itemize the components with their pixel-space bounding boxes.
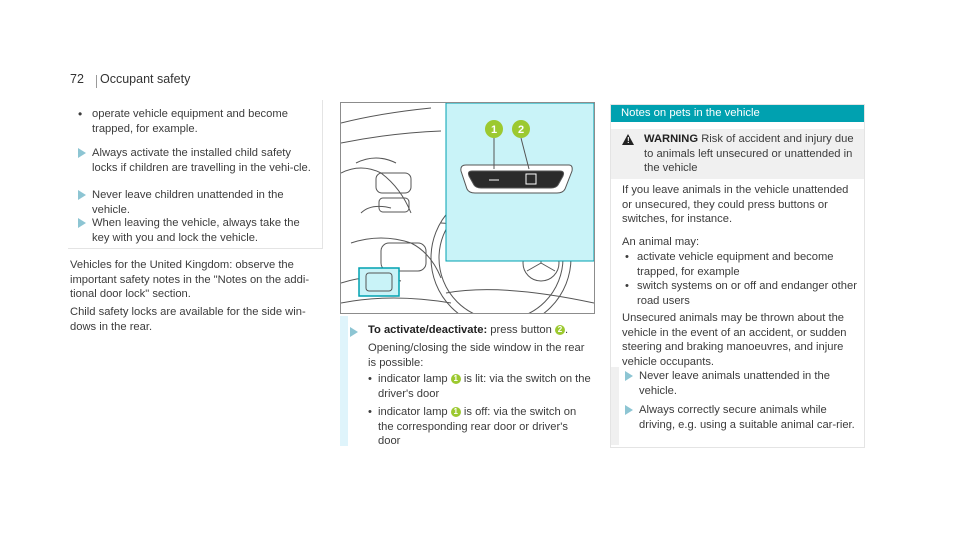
callout-1-icon: 1 [450,374,461,385]
instruction-step: When leaving the vehicle, always take th… [78,216,318,245]
pets-paragraph: Unsecured animals may be thrown about th… [622,312,847,368]
warning-label: WARNING [644,133,699,145]
callout-2-label: 2 [518,124,524,136]
section-title: Occupant safety [100,72,191,86]
step-arrow-icon [625,371,633,381]
bullet-icon: • [625,251,629,263]
pets-notes-panel: Notes on pets in the vehicle ! WARNING R… [610,104,865,448]
bullet-icon: • [368,373,372,385]
warning-text: Risk of accident and injury due to anima… [644,133,854,175]
step-arrow-icon [625,405,633,415]
instruction-step: Never leave children unattended in the v… [78,188,318,217]
step-arrow-icon [78,148,86,158]
instruction-step: Always activate the installed child safe… [78,146,318,175]
page-number: 72 [70,72,84,86]
bullet-icon: • [78,107,83,121]
callout-1-label: 1 [491,124,497,136]
step-intro: Opening/closing the side window in the r… [368,342,585,369]
bullet-icon: • [625,280,629,292]
list-item: • indicator lamp 1 is lit: via the switc… [368,373,591,400]
step-highlight-bar [340,316,348,446]
step-arrow-icon [350,327,358,337]
callout-1-icon: 1 [450,407,461,418]
list-item: • activate vehicle equipment and become … [625,251,834,278]
panel-title: Notes on pets in the vehicle [611,105,864,122]
pets-paragraph: If you leave animals in the vehicle unat… [622,184,849,226]
rear-window-note: Child safety locks are available for the… [70,306,306,333]
bullet-icon: • [368,406,372,418]
step-arrow-icon [78,190,86,200]
list-item: • operate vehicle equipment and become t… [78,107,288,135]
safety-bullets-panel: • operate vehicle equipment and become t… [68,100,323,249]
door-panel-illustration: 1 2 [340,102,595,314]
callout-2-icon: 2 [554,325,565,336]
list-item: • switch systems on or off and endanger … [625,280,857,307]
pets-paragraph: An animal may: [622,236,700,248]
warning-triangle-icon: ! [622,134,634,145]
header-divider [96,75,97,88]
instruction-step: Never leave animals unattended in the ve… [622,369,858,398]
step-arrow-icon [78,218,86,228]
warning-box: ! WARNING Risk of accident and injury du… [611,129,864,179]
uk-safety-note: Vehicles for the United Kingdom: observe… [70,259,310,301]
list-item: • indicator lamp 1 is off: via the switc… [368,406,577,448]
activate-step: To activate/deactivate: press button 2. [368,324,569,336]
door-panel-drawing: 1 2 [341,103,594,313]
instruction-step: Always correctly secure animals while dr… [622,403,858,432]
step-highlight-bar [611,367,619,445]
